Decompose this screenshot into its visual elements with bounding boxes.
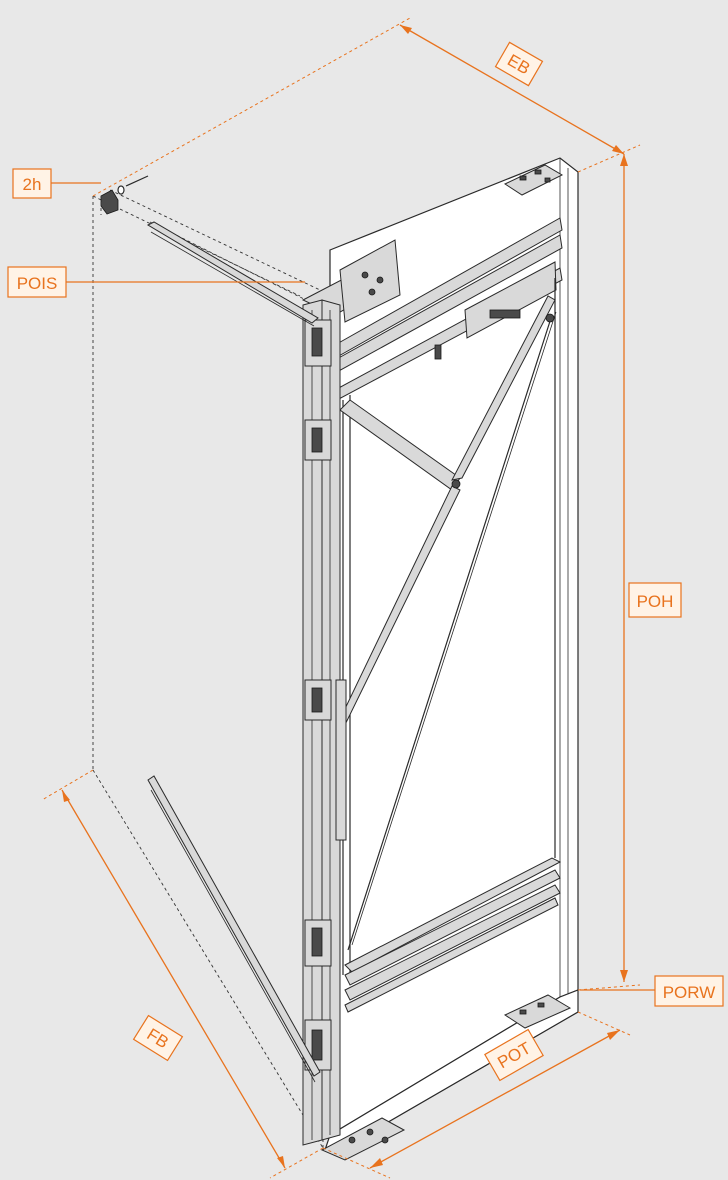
bottom-runner bbox=[147, 775, 321, 1083]
hinge-4 bbox=[304, 919, 332, 967]
upper-rails bbox=[334, 217, 563, 401]
dim-poh bbox=[577, 154, 641, 991]
label-fb: FB bbox=[132, 1014, 184, 1062]
hinge-1 bbox=[304, 319, 332, 367]
svg-text:POIS: POIS bbox=[17, 274, 58, 293]
label-pois: POIS bbox=[7, 266, 67, 298]
lower-rails bbox=[344, 857, 562, 1013]
label-eb: EB bbox=[494, 41, 544, 87]
top-runner bbox=[146, 221, 319, 327]
dim-eb bbox=[92, 17, 641, 197]
svg-text:PORW: PORW bbox=[663, 983, 716, 1002]
label-2h: 2h bbox=[12, 168, 52, 199]
svg-text:POH: POH bbox=[637, 592, 674, 611]
label-poh: POH bbox=[628, 582, 682, 618]
front-post bbox=[302, 299, 347, 1146]
hinge-3 bbox=[304, 679, 332, 721]
dim-pot bbox=[322, 1011, 631, 1179]
mounting-bracket bbox=[100, 175, 149, 215]
dim-fb bbox=[41, 769, 324, 1179]
hinge-2 bbox=[304, 419, 332, 461]
svg-text:2h: 2h bbox=[23, 175, 42, 194]
bottom-mounting-plate bbox=[320, 994, 572, 1161]
pullout-frame bbox=[328, 278, 557, 975]
label-porw: PORW bbox=[654, 975, 724, 1007]
